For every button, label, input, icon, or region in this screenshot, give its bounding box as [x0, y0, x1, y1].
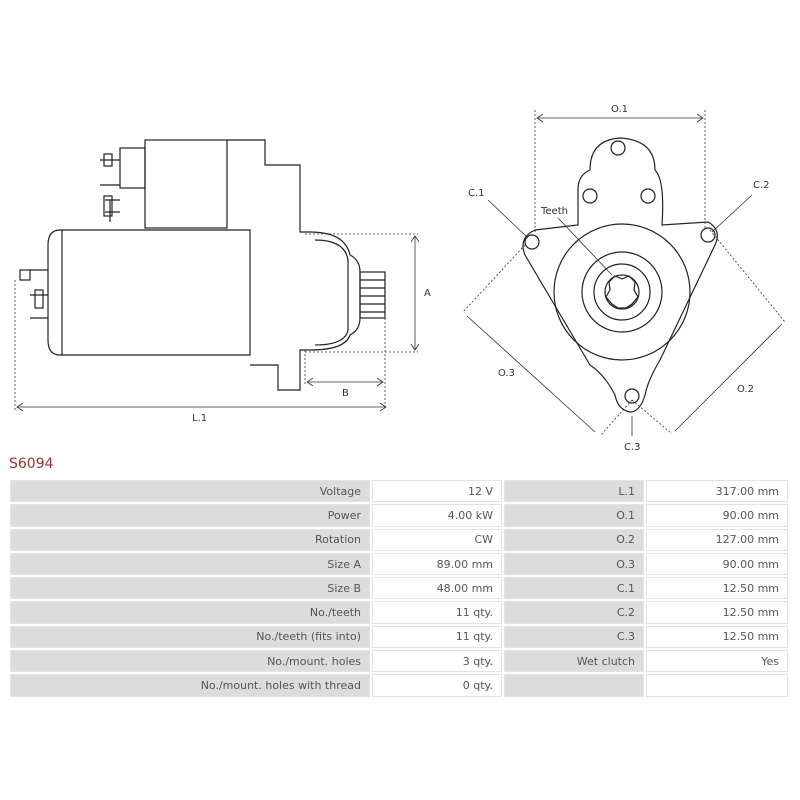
- technical-drawing: A B L.1 O.1 C.1 C.2 Teeth O.3 O.2 C.3: [14, 104, 786, 453]
- spec-value: 12.50 mm: [646, 601, 788, 624]
- label-o3: O.3: [498, 368, 515, 379]
- hole-c2: [700, 227, 716, 243]
- spec-label: C.3: [504, 625, 644, 649]
- spec-label: Size A: [10, 552, 370, 576]
- product-code: S6094: [9, 456, 54, 472]
- spec-label: C.2: [504, 601, 644, 624]
- spec-label: L.1: [504, 480, 644, 503]
- flange: [522, 137, 718, 413]
- spec-label: No./mount. holes with thread: [10, 674, 370, 697]
- spec-label: Voltage: [10, 480, 370, 503]
- spec-label: [504, 674, 644, 697]
- spec-value: 12.50 mm: [646, 625, 788, 649]
- spec-value: 0 qty.: [372, 674, 502, 697]
- spec-label: O.3: [504, 552, 644, 576]
- spec-label: No./teeth (fits into): [10, 625, 370, 649]
- label-o2: O.2: [737, 384, 754, 395]
- spec-label: O.1: [504, 504, 644, 527]
- hole-c3: [624, 388, 640, 404]
- spec-label: No./teeth: [10, 601, 370, 624]
- solenoid: [144, 139, 228, 229]
- front-view: O.1 C.1 C.2 Teeth O.3 O.2 C.3: [462, 104, 786, 453]
- housing: [227, 139, 361, 391]
- spec-label: O.2: [504, 528, 644, 551]
- label-c3: C.3: [624, 442, 641, 453]
- spec-value: 12 V: [372, 480, 502, 503]
- label-o1: O.1: [611, 104, 628, 115]
- label-l1: L.1: [192, 413, 207, 424]
- spec-label: Size B: [10, 577, 370, 600]
- spec-value: 12.50 mm: [646, 577, 788, 600]
- spec-label: C.1: [504, 577, 644, 600]
- spec-value: 89.00 mm: [372, 552, 502, 576]
- spec-value: 11 qty.: [372, 625, 502, 649]
- dimension-lines: [14, 233, 420, 412]
- label-c1: C.1: [468, 188, 485, 199]
- spec-value: 90.00 mm: [646, 504, 788, 527]
- side-view: A B L.1: [14, 139, 431, 424]
- label-teeth: Teeth: [540, 206, 568, 217]
- motor-body: [47, 229, 251, 356]
- spec-value: CW: [372, 528, 502, 551]
- spec-value: 3 qty.: [372, 650, 502, 673]
- spec-label: Wet clutch: [504, 650, 644, 673]
- spec-label: Power: [10, 504, 370, 527]
- hole-c1: [524, 234, 540, 250]
- spec-value: 317.00 mm: [646, 480, 788, 503]
- spec-value: 11 qty.: [372, 601, 502, 624]
- label-c2: C.2: [753, 180, 770, 191]
- spec-value: 48.00 mm: [372, 577, 502, 600]
- label-a: A: [424, 288, 431, 299]
- spec-value: Yes: [646, 650, 788, 673]
- spec-value: 4.00 kW: [372, 504, 502, 527]
- spec-value: [646, 674, 788, 697]
- spec-value: 90.00 mm: [646, 552, 788, 576]
- spec-value: 127.00 mm: [646, 528, 788, 551]
- pinion: [359, 271, 386, 319]
- spec-label: No./mount. holes: [10, 650, 370, 673]
- label-b: B: [342, 388, 349, 399]
- spec-label: Rotation: [10, 528, 370, 551]
